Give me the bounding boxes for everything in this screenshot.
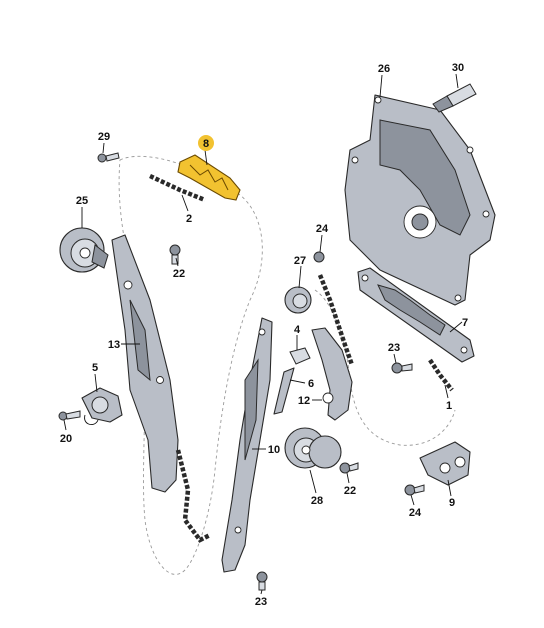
callout-2: 2 bbox=[186, 213, 192, 225]
callout-28: 28 bbox=[311, 495, 323, 507]
bolt-22a bbox=[169, 244, 181, 265]
bolt-6 bbox=[273, 367, 295, 415]
callout-7: 7 bbox=[462, 317, 468, 329]
pin-4 bbox=[289, 347, 311, 365]
chain-route-guide-right bbox=[314, 289, 456, 446]
bolt-20 bbox=[58, 410, 81, 421]
callout-29: 29 bbox=[98, 131, 110, 143]
callout-24b: 24 bbox=[409, 507, 422, 519]
callout-6: 6 bbox=[308, 378, 314, 390]
timing-chain-left bbox=[175, 449, 212, 543]
chain-segment-2 bbox=[149, 173, 206, 203]
guide-12 bbox=[311, 327, 353, 421]
highlighted-tensioner-guide bbox=[177, 154, 241, 201]
callout-24a: 24 bbox=[316, 223, 329, 235]
callout-23b: 23 bbox=[255, 596, 267, 608]
callout-5: 5 bbox=[92, 362, 98, 374]
guide-rail-10 bbox=[221, 317, 273, 573]
callout-9: 9 bbox=[449, 497, 455, 509]
timing-chain-right bbox=[317, 274, 355, 366]
callout-26: 26 bbox=[378, 63, 390, 75]
timing-cover bbox=[344, 94, 496, 306]
callout-4: 4 bbox=[294, 324, 301, 336]
bolt-23b bbox=[256, 571, 268, 591]
callout-22b: 22 bbox=[344, 485, 356, 497]
callout-27: 27 bbox=[294, 255, 306, 267]
tensioning-rail-13 bbox=[111, 234, 179, 493]
chain-1 bbox=[428, 358, 454, 392]
guide-rail-7 bbox=[357, 267, 475, 363]
bolt-24a bbox=[313, 251, 325, 263]
callout-13: 13 bbox=[108, 339, 120, 351]
callout-8: 8 bbox=[203, 138, 209, 150]
callout-10: 10 bbox=[268, 444, 280, 456]
bolt-24b bbox=[404, 484, 425, 496]
bracket-9 bbox=[419, 441, 471, 486]
chain-tensioner-5 bbox=[81, 387, 123, 426]
callout-22a: 22 bbox=[173, 268, 185, 280]
bolt-22b bbox=[339, 462, 359, 474]
callout-12: 12 bbox=[298, 395, 310, 407]
sprocket-27 bbox=[284, 286, 312, 314]
leader-lines bbox=[63, 73, 463, 595]
callout-23a: 23 bbox=[388, 342, 400, 354]
sprocket-25 bbox=[59, 227, 109, 273]
callout-1: 1 bbox=[446, 400, 452, 412]
sealant-tube bbox=[432, 83, 477, 113]
bolt-23a bbox=[391, 362, 413, 374]
crank-sprocket-28 bbox=[284, 427, 342, 469]
callout-8-highlight bbox=[198, 135, 214, 151]
callout-25: 25 bbox=[76, 195, 88, 207]
callout-30: 30 bbox=[452, 62, 464, 74]
callout-20: 20 bbox=[60, 433, 72, 445]
bolt-29 bbox=[97, 152, 120, 163]
